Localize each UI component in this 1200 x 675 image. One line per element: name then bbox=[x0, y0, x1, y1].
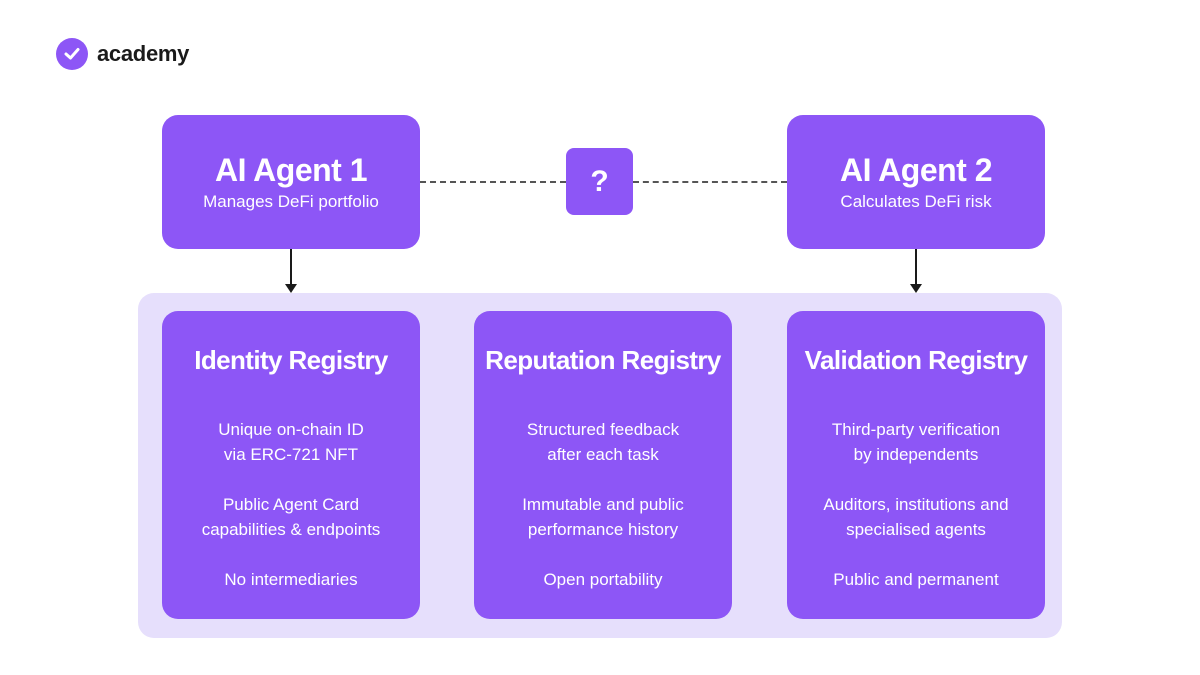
registry-line: Third-party verification bbox=[831, 420, 1001, 439]
registry-line: No intermediaries bbox=[224, 570, 358, 589]
agent-2-title: AI Agent 2 bbox=[839, 152, 993, 188]
registry-line: Public Agent Card bbox=[222, 495, 360, 514]
agent-2-box: AI Agent 2 Calculates DeFi risk bbox=[787, 115, 1045, 249]
registry-line: capabilities & endpoints bbox=[201, 520, 381, 539]
registry-line: Structured feedback bbox=[526, 420, 680, 439]
registry-line: specialised agents bbox=[846, 520, 986, 539]
identity-registry-details: Unique on-chain ID via ERC-721 NFT Public… bbox=[162, 417, 420, 617]
registry-line: Unique on-chain ID bbox=[218, 420, 364, 439]
registry-line: Open portability bbox=[543, 570, 663, 589]
arrow-agent-2-line bbox=[915, 249, 917, 285]
agent-1-subtitle: Manages DeFi portfolio bbox=[203, 192, 379, 211]
agent-2-subtitle: Calculates DeFi risk bbox=[840, 192, 992, 211]
question-box: ? bbox=[566, 148, 633, 215]
reputation-registry-title: Reputation Registry bbox=[485, 345, 721, 375]
registry-line: by independents bbox=[853, 445, 979, 464]
dashed-connector-left bbox=[420, 181, 566, 183]
validation-registry-title: Validation Registry bbox=[804, 345, 1028, 375]
reputation-registry-details: Structured feedback after each task Immut… bbox=[474, 417, 732, 617]
arrow-down-icon bbox=[910, 284, 922, 293]
check-icon bbox=[56, 38, 88, 70]
dashed-connector-right bbox=[633, 181, 787, 183]
reputation-registry-card: Reputation Registry Structured feedback a… bbox=[474, 311, 732, 619]
brand-logo: academy bbox=[56, 38, 189, 70]
registry-line: via ERC-721 NFT bbox=[223, 445, 359, 464]
arrow-down-icon bbox=[285, 284, 297, 293]
registry-line: Auditors, institutions and bbox=[823, 495, 1009, 514]
agent-1-box: AI Agent 1 Manages DeFi portfolio bbox=[162, 115, 420, 249]
registry-line: performance history bbox=[527, 520, 679, 539]
arrow-agent-1-line bbox=[290, 249, 292, 285]
registry-line: Immutable and public bbox=[522, 495, 684, 514]
identity-registry-card: Identity Registry Unique on-chain ID via … bbox=[162, 311, 420, 619]
validation-registry-card: Validation Registry Third-party verifica… bbox=[787, 311, 1045, 619]
registry-line: after each task bbox=[547, 445, 659, 464]
brand-name: academy bbox=[97, 41, 190, 66]
agent-1-title: AI Agent 1 bbox=[214, 152, 368, 188]
identity-registry-title: Identity Registry bbox=[194, 345, 388, 375]
registry-line: Public and permanent bbox=[833, 570, 999, 589]
